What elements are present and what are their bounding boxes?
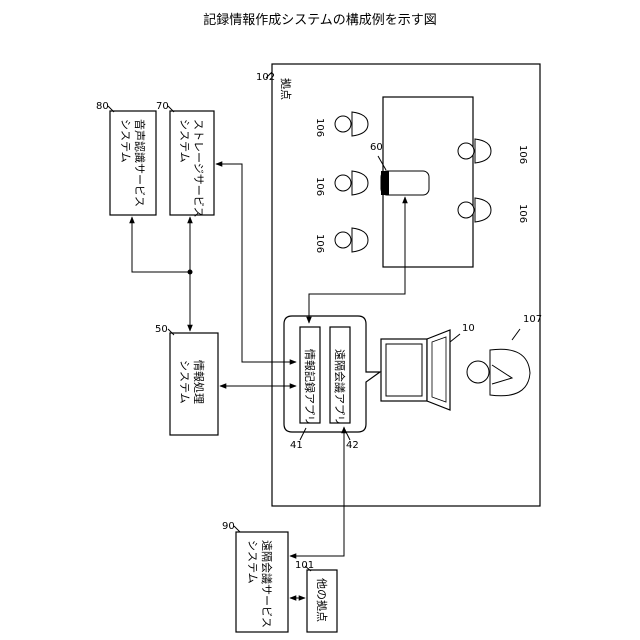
user-ref: 107 bbox=[523, 314, 542, 325]
remote-conf-service-line1: 遠隔会議サービス bbox=[260, 540, 274, 628]
terminal-ref: 10 bbox=[462, 323, 475, 334]
storage-service-ref: 70 bbox=[156, 101, 169, 112]
info-processing-ref: 50 bbox=[155, 324, 168, 335]
site-label: 拠点 bbox=[279, 78, 292, 100]
camera-ref: 60 bbox=[370, 142, 383, 153]
record-app-ref: 41 bbox=[290, 440, 303, 451]
other-site-ref: 101 bbox=[295, 560, 314, 571]
storage-service-line2: システム bbox=[178, 119, 191, 163]
conf-app-label: 遠隔会議アプリ bbox=[333, 349, 347, 426]
record-app-label: 情報記録アプリ bbox=[303, 349, 317, 426]
site-ref: 102 bbox=[256, 72, 275, 83]
camera-device bbox=[381, 171, 429, 195]
speech-service-line2: システム bbox=[119, 119, 132, 163]
participant-ref-2: 106 bbox=[314, 177, 325, 196]
remote-conf-service-line2: システム bbox=[246, 540, 259, 584]
laptop-icon bbox=[381, 330, 450, 410]
other-site-label: 他の拠点 bbox=[315, 578, 328, 622]
participant-ref-4: 106 bbox=[517, 145, 528, 164]
conf-app-ref: 42 bbox=[346, 440, 359, 451]
info-processing-line1: 情報処理 bbox=[192, 360, 205, 404]
speech-service-box bbox=[110, 111, 156, 215]
participant-ref-5: 106 bbox=[517, 204, 528, 223]
speech-service-ref: 80 bbox=[96, 101, 109, 112]
remote-conf-service-ref: 90 bbox=[222, 521, 235, 532]
info-processing-line2: システム bbox=[178, 360, 191, 404]
storage-service-box bbox=[170, 111, 214, 215]
participant-ref-3: 106 bbox=[314, 234, 325, 253]
storage-service-line1: ストレージサービス bbox=[192, 119, 205, 218]
speech-service-line1: 音声認識サービス bbox=[133, 119, 147, 207]
participant-ref-1: 106 bbox=[314, 118, 325, 137]
